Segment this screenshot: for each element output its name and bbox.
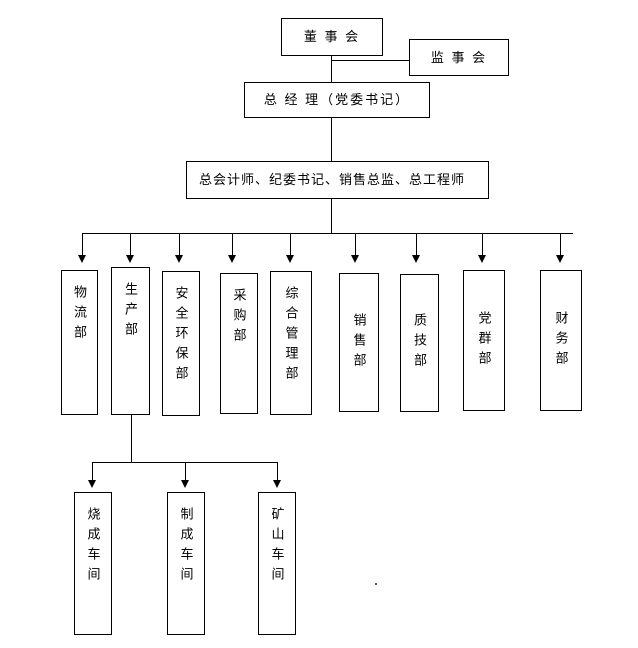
connector-drop-dept-1 bbox=[82, 233, 83, 258]
node-department-label: 销售部 bbox=[351, 312, 367, 373]
node-department-xiaoshou[interactable]: 销售部 bbox=[339, 273, 379, 412]
connector-production-down bbox=[131, 415, 132, 462]
node-supervisory-board-label: 监 事 会 bbox=[430, 49, 488, 65]
node-department-anquanhuanbao[interactable]: 安全环保部 bbox=[162, 271, 200, 416]
arrowhead-dept-2 bbox=[126, 255, 134, 263]
node-executives[interactable]: 总会计师、纪委书记、销售总监、总工程师 bbox=[186, 161, 489, 199]
connector-board-down bbox=[331, 56, 332, 82]
arrowhead-dept-8 bbox=[478, 255, 486, 263]
connector-drop-dept-3 bbox=[179, 233, 180, 258]
image-speck bbox=[375, 583, 377, 585]
node-department-caigou[interactable]: 采购部 bbox=[220, 273, 258, 414]
node-workshop-label: 烧成车间 bbox=[85, 507, 101, 587]
connector-drop-workshop-3 bbox=[277, 462, 278, 483]
node-department-label: 采购部 bbox=[231, 288, 247, 348]
connector-drop-dept-9 bbox=[560, 233, 561, 258]
node-workshop-kuangshan[interactable]: 矿山车间 bbox=[258, 492, 296, 635]
node-department-label: 安全环保部 bbox=[173, 286, 189, 386]
node-department-label: 质技部 bbox=[412, 313, 427, 373]
connector-drop-dept-8 bbox=[482, 233, 483, 258]
connector-drop-dept-4 bbox=[232, 233, 233, 258]
connector-drop-dept-5 bbox=[290, 233, 291, 258]
connector-drop-dept-6 bbox=[355, 233, 356, 258]
arrowhead-workshop-3 bbox=[273, 480, 281, 488]
arrowhead-workshop-2 bbox=[181, 480, 189, 488]
node-department-shengchan[interactable]: 生产部 bbox=[111, 267, 150, 415]
node-department-label: 生产部 bbox=[123, 282, 138, 342]
arrowhead-dept-5 bbox=[286, 255, 294, 263]
node-department-label: 综合管理部 bbox=[283, 286, 299, 386]
node-department-zhiji[interactable]: 质技部 bbox=[400, 274, 439, 412]
connector-department-bus bbox=[82, 233, 573, 234]
connector-gm-to-executives bbox=[331, 118, 332, 161]
connector-drop-workshop-1 bbox=[92, 462, 93, 483]
arrowhead-workshop-1 bbox=[88, 480, 96, 488]
node-department-wuliu[interactable]: 物流部 bbox=[61, 270, 98, 415]
node-board-of-directors[interactable]: 董 事 会 bbox=[281, 18, 383, 56]
connector-executives-down bbox=[331, 199, 332, 233]
node-department-dangqun[interactable]: 党群部 bbox=[463, 270, 505, 411]
connector-drop-workshop-2 bbox=[185, 462, 186, 483]
node-workshop-zhicheng[interactable]: 制成车间 bbox=[167, 492, 205, 635]
connector-drop-dept-2 bbox=[130, 233, 131, 258]
node-workshop-label: 矿山车间 bbox=[269, 507, 285, 587]
arrowhead-dept-1 bbox=[78, 255, 86, 263]
arrowhead-dept-3 bbox=[175, 255, 183, 263]
node-workshop-label: 制成车间 bbox=[178, 507, 194, 587]
node-department-caiwu[interactable]: 财务部 bbox=[540, 270, 582, 411]
node-board-of-directors-label: 董 事 会 bbox=[303, 29, 361, 45]
arrowhead-dept-6 bbox=[351, 255, 359, 263]
node-department-label: 党群部 bbox=[476, 310, 492, 371]
node-executives-label: 总会计师、纪委书记、销售总监、总工程师 bbox=[199, 172, 466, 188]
node-workshop-shaocheng[interactable]: 烧成车间 bbox=[74, 492, 112, 635]
node-department-label: 财务部 bbox=[553, 310, 569, 371]
arrowhead-dept-9 bbox=[556, 255, 564, 263]
arrowhead-dept-7 bbox=[412, 255, 420, 263]
node-general-manager-label: 总 经 理（党委书记） bbox=[263, 92, 411, 108]
node-supervisory-board[interactable]: 监 事 会 bbox=[409, 39, 509, 76]
connector-drop-dept-7 bbox=[416, 233, 417, 258]
arrowhead-dept-4 bbox=[228, 255, 236, 263]
node-department-label: 物流部 bbox=[72, 285, 87, 345]
connector-board-to-supervisory bbox=[331, 60, 409, 61]
node-department-zongheguanli[interactable]: 综合管理部 bbox=[270, 271, 312, 415]
node-general-manager[interactable]: 总 经 理（党委书记） bbox=[244, 82, 430, 118]
